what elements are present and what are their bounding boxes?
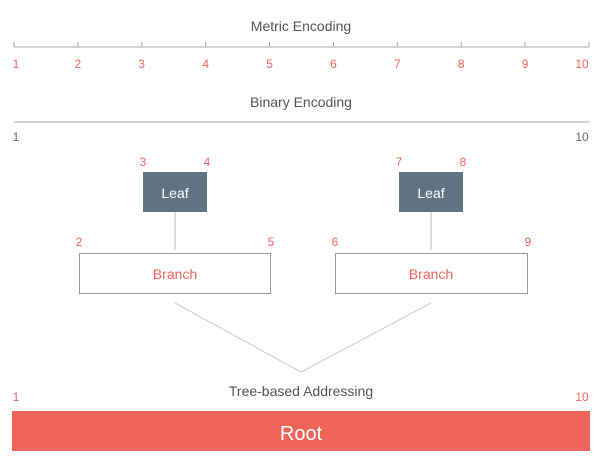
root-node bbox=[12, 411, 590, 451]
branch-root-connector bbox=[174, 302, 302, 373]
root-right-number: 10 bbox=[575, 390, 589, 404]
leaf-label: Leaf bbox=[417, 185, 444, 201]
branch-left-number: 2 bbox=[76, 235, 83, 249]
root-label: Root bbox=[280, 423, 323, 445]
root-left-number: 1 bbox=[13, 390, 20, 404]
leaf-right-number: 4 bbox=[204, 155, 211, 169]
branch-label: Branch bbox=[409, 266, 453, 282]
binary-end-label: 10 bbox=[575, 130, 589, 144]
branch-root-connector bbox=[300, 302, 432, 373]
leaf-node bbox=[399, 172, 463, 212]
leaf-right-number: 8 bbox=[460, 155, 467, 169]
metric-encoding-title: Metric Encoding bbox=[251, 18, 351, 34]
branch-node bbox=[335, 253, 528, 294]
metric-tick-label: 4 bbox=[202, 57, 209, 71]
branch-right-number: 5 bbox=[268, 235, 275, 249]
metric-tick-label: 3 bbox=[138, 57, 145, 71]
leaf-left-number: 7 bbox=[396, 155, 403, 169]
leaf-left-number: 3 bbox=[140, 155, 147, 169]
metric-tick-labels: 1 2 3 4 5 6 7 8 9 10 bbox=[13, 57, 589, 71]
metric-tick-label: 9 bbox=[522, 57, 529, 71]
leaf-label: Leaf bbox=[161, 185, 188, 201]
binary-start-label: 1 bbox=[13, 130, 20, 144]
metric-ticks bbox=[13, 42, 590, 47]
branch-label: Branch bbox=[153, 266, 197, 282]
metric-tick-label: 8 bbox=[458, 57, 465, 71]
metric-tick-label: 2 bbox=[75, 57, 82, 71]
metric-tick-label: 7 bbox=[394, 57, 401, 71]
leaf-node bbox=[143, 172, 207, 212]
metric-tick-label: 10 bbox=[575, 57, 589, 71]
tree-addressing-caption: Tree-based Addressing bbox=[229, 383, 373, 399]
metric-tick-label: 6 bbox=[330, 57, 337, 71]
binary-encoding-title: Binary Encoding bbox=[250, 94, 352, 110]
branch-node bbox=[79, 253, 271, 294]
branch-right-number: 9 bbox=[525, 235, 532, 249]
metric-tick-label: 5 bbox=[266, 57, 273, 71]
branch-left-number: 6 bbox=[332, 235, 339, 249]
metric-tick-label: 1 bbox=[13, 57, 20, 71]
